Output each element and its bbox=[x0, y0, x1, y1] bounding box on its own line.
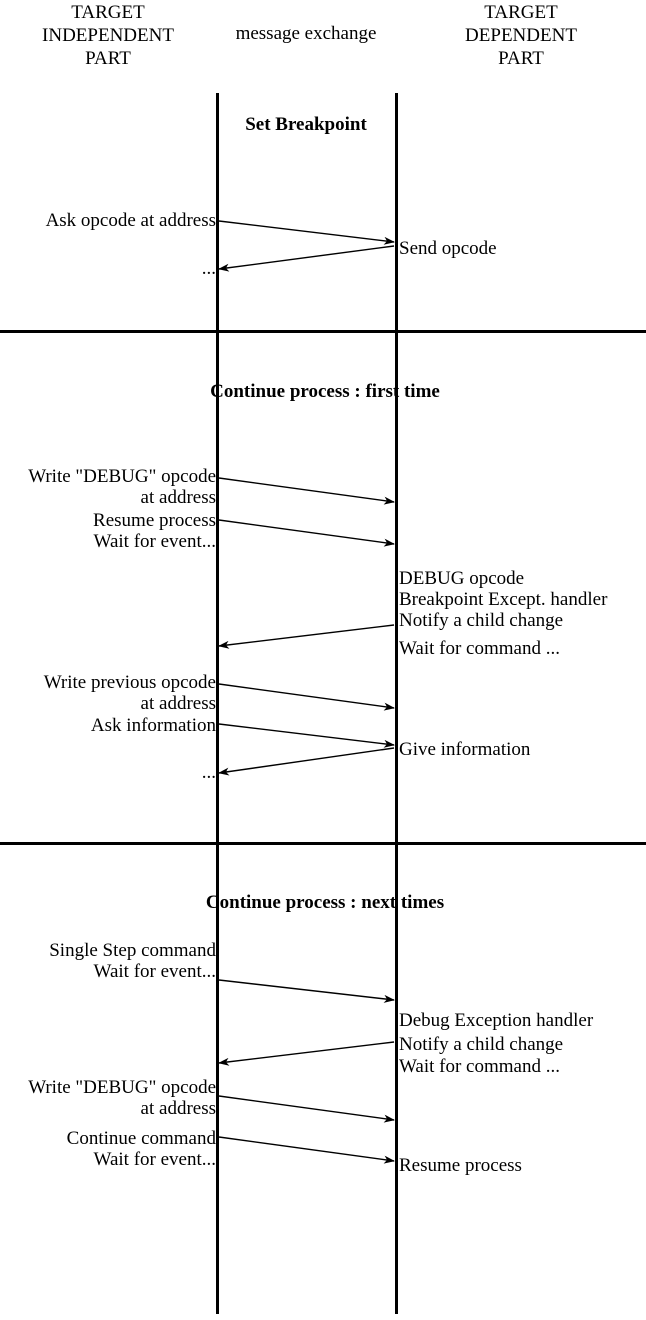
message-label-wait-for-command-1: Wait for command ... bbox=[399, 638, 560, 659]
message-arrow bbox=[218, 624, 395, 649]
message-arrow bbox=[218, 683, 395, 711]
message-label-continue-command-wait-for-event: Continue command Wait for event... bbox=[66, 1128, 216, 1170]
message-label-send-opcode: Send opcode bbox=[399, 238, 497, 259]
message-label-single-step-command-wait-for-event: Single Step command Wait for event... bbox=[49, 940, 216, 982]
message-label-debug-opcode: DEBUG opcode bbox=[399, 568, 525, 589]
message-arrow bbox=[218, 477, 395, 505]
lifeline-target-independent-part bbox=[216, 93, 219, 1314]
message-arrow bbox=[218, 979, 395, 1003]
message-label-write-debug-opcode-at-address-2: Write "DEBUG" opcode at address bbox=[28, 1077, 216, 1119]
section-title-continue-process-first-time: Continue process : first time bbox=[210, 381, 440, 402]
message-label-write-previous-opcode-at-address: Write previous opcode at address bbox=[43, 672, 216, 714]
lifeline-target-dependent-part bbox=[395, 93, 398, 1314]
message-label-breakpoint-except-handler: Breakpoint Except. handler bbox=[399, 589, 608, 610]
section-separator-2 bbox=[0, 842, 646, 845]
column-header-target-dependent-part: TARGET DEPENDENT PART bbox=[465, 2, 577, 69]
message-label-ellipsis-2: ... bbox=[201, 762, 216, 783]
message-arrow bbox=[218, 747, 395, 776]
message-label-write-debug-opcode-at-address-1: Write "DEBUG" opcode at address bbox=[28, 466, 216, 508]
message-label-debug-exception-handler: Debug Exception handler bbox=[399, 1010, 594, 1031]
message-label-ask-information: Ask information bbox=[90, 715, 216, 736]
message-label-notify-a-child-change-1: Notify a child change bbox=[399, 610, 564, 631]
message-arrow bbox=[218, 220, 395, 245]
message-label-resume-process-wait-for-event: Resume process Wait for event... bbox=[93, 510, 216, 552]
message-arrow bbox=[218, 1095, 395, 1123]
message-label-resume-process-2: Resume process bbox=[399, 1155, 522, 1176]
message-arrow bbox=[218, 1041, 395, 1066]
message-arrow bbox=[218, 1136, 395, 1164]
section-separator-1 bbox=[0, 330, 646, 333]
column-header-message-exchange: message exchange bbox=[235, 23, 377, 44]
message-arrow bbox=[218, 723, 395, 748]
message-label-give-information: Give information bbox=[399, 739, 531, 760]
section-title-set-breakpoint: Set Breakpoint bbox=[245, 114, 367, 135]
message-label-ask-opcode-at-address: Ask opcode at address bbox=[45, 210, 216, 231]
message-label-wait-for-command-2: Wait for command ... bbox=[399, 1056, 560, 1077]
message-label-notify-a-child-change-2: Notify a child change bbox=[399, 1034, 564, 1055]
message-arrow bbox=[218, 519, 395, 547]
message-arrow bbox=[218, 245, 395, 272]
column-header-target-independent-part: TARGET INDEPENDENT PART bbox=[42, 2, 174, 69]
message-label-ellipsis-1: ... bbox=[201, 258, 216, 279]
section-title-continue-process-next-times: Continue process : next times bbox=[205, 892, 445, 913]
